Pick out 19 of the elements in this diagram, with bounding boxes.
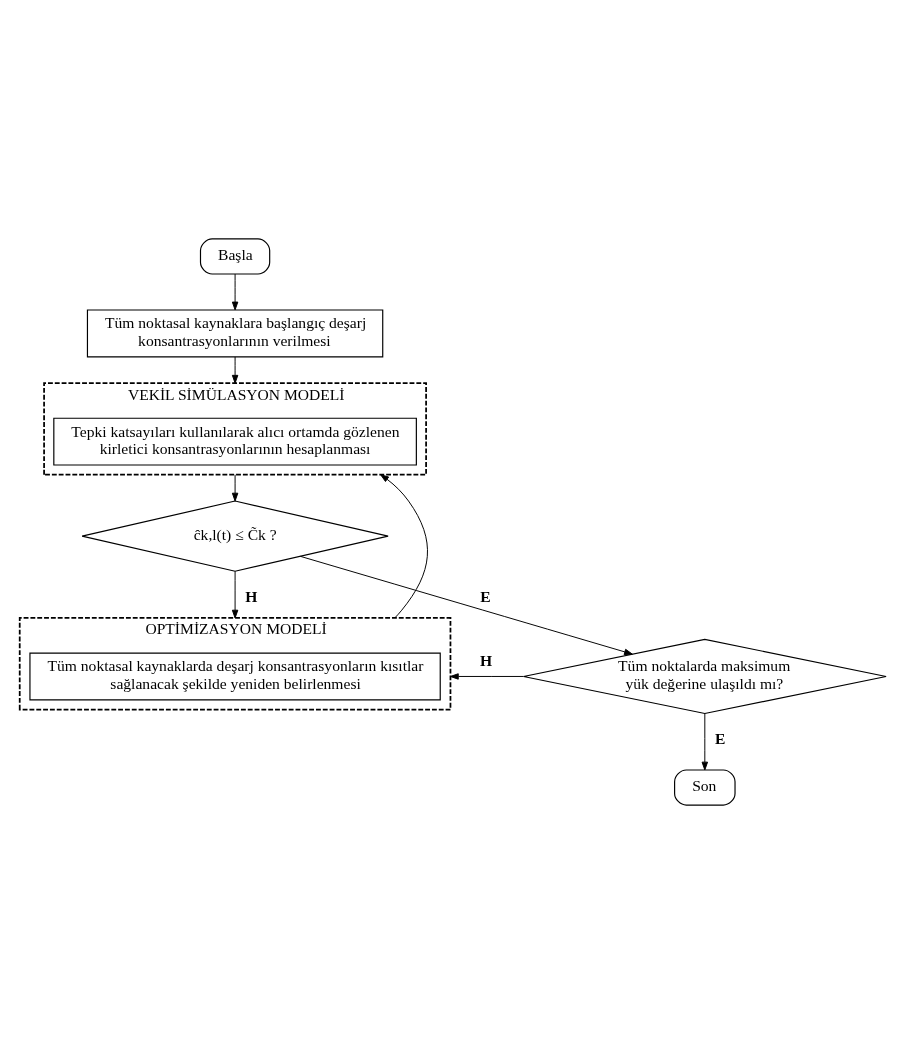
edge-label: H <box>245 588 258 606</box>
node-box: Tüm noktasal kaynaklarda deşarj konsantrasyonların kısıtlar sağlanacak şekilde yeniden belirlenmesi <box>29 652 441 701</box>
node-box: Tüm noktasal kaynaklara başlangıç deşarj konsantrasyonlarının verilmesi <box>86 309 384 358</box>
arrow <box>701 713 709 771</box>
edge-label: E <box>715 730 726 748</box>
edge-label: E <box>480 588 491 606</box>
arrow <box>231 570 239 619</box>
arrow <box>449 673 524 680</box>
edge-label: H <box>479 651 493 669</box>
arrow <box>231 273 239 311</box>
arrow <box>380 474 428 619</box>
arrow <box>231 356 239 384</box>
node-box: Tepki katsayıları kullanılarak alıcı ortamda gözlenen kirletici konsantrasyonlarının hesaplanması <box>53 417 417 466</box>
node-box: Son <box>674 769 736 806</box>
arrow <box>231 474 239 502</box>
node-box: Başla <box>199 238 271 275</box>
node-diamond: ĉk,l(t) ≤ C̃k ? <box>81 500 389 572</box>
node-diamond: Tüm noktalarda maksimum yük değerine ulaşıldı mı? <box>522 638 887 715</box>
arrow <box>299 555 633 656</box>
